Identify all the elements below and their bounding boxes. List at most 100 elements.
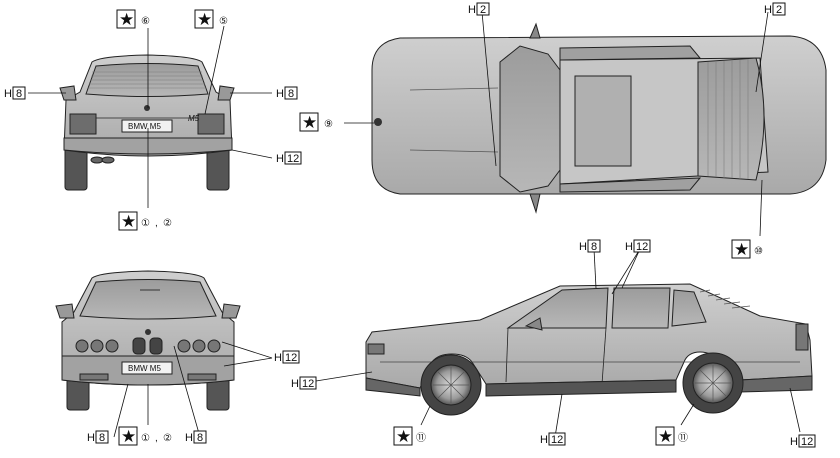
rear-exhaust-right	[101, 156, 115, 164]
callout-star-11-rear-wheel: ★ ⑪	[655, 426, 688, 446]
svg-text:⑪: ⑪	[416, 432, 426, 444]
svg-text:12: 12	[801, 436, 813, 448]
svg-text:12: 12	[285, 352, 297, 364]
callout-star-11-front-wheel: ★ ⑪	[393, 426, 426, 446]
svg-text:⑤: ⑤	[219, 16, 228, 27]
svg-text:H: H	[276, 153, 284, 165]
svg-text:H: H	[276, 88, 284, 100]
side-rear-glass-lines	[699, 289, 751, 309]
star-icon: ★	[658, 427, 673, 446]
svg-text:8: 8	[197, 432, 203, 444]
front-windshield	[79, 279, 217, 320]
side-front-window	[506, 287, 609, 329]
top-sunroof	[574, 75, 632, 167]
callout-h12-side-top: H 12	[625, 239, 651, 253]
svg-text:H: H	[274, 352, 282, 364]
callout-h8-rear-left: H 8	[4, 86, 26, 100]
svg-text:H: H	[579, 241, 587, 253]
callout-h2-top-right: H 2	[764, 2, 786, 16]
side-mirror	[524, 317, 543, 331]
front-plate-text: BMW M5	[128, 364, 161, 373]
svg-text:2: 2	[776, 4, 782, 16]
callout-star-1-2-front: ★ ① , ②	[118, 426, 172, 446]
star-icon: ★	[197, 10, 212, 29]
svg-text:①: ①	[141, 218, 150, 229]
front-bmw-logo	[145, 329, 151, 335]
svg-text:12: 12	[287, 153, 299, 165]
rear-right-mirror	[217, 85, 235, 101]
svg-text:H: H	[790, 436, 798, 448]
svg-text:2: 2	[480, 4, 486, 16]
callout-h12-rear: H 12	[276, 151, 302, 165]
star-icon: ★	[119, 10, 134, 29]
svg-text:⑥: ⑥	[141, 16, 150, 27]
callout-star-1-2-rear: ★ ① , ②	[118, 211, 172, 231]
svg-text:①: ①	[141, 433, 150, 444]
rear-left-mirror	[59, 85, 77, 101]
callout-h2-top-left: H 2	[468, 2, 490, 16]
side-view	[365, 283, 813, 416]
rear-left-tire	[64, 147, 88, 191]
svg-text:H: H	[468, 4, 476, 16]
callout-star-10: ★ ⑩	[731, 239, 763, 259]
front-kidney-grille-left	[132, 337, 146, 355]
callout-h12-front: H 12	[274, 350, 300, 364]
svg-text:H: H	[185, 432, 193, 444]
top-right-mirror	[529, 193, 541, 214]
svg-text:,: ,	[155, 218, 158, 229]
front-right-mirror	[221, 303, 241, 319]
rear-bmw-logo	[144, 105, 150, 111]
svg-text:②: ②	[163, 433, 172, 444]
callout-h8-front-left: H 8	[87, 430, 109, 444]
side-quarter-window	[671, 289, 707, 327]
callout-star-9: ★ ⑨	[299, 112, 333, 132]
leader-lines	[28, 11, 801, 438]
star-icon: ★	[734, 240, 749, 259]
top-rear-window	[697, 57, 765, 181]
side-rear-rim-spokes	[695, 365, 731, 401]
svg-text:12: 12	[302, 378, 314, 390]
rear-exhaust-left	[90, 156, 104, 164]
callout-h12-side-sill: H 12	[540, 432, 566, 446]
svg-text:②: ②	[163, 218, 172, 229]
svg-text:8: 8	[591, 241, 597, 253]
rear-plate-text: BMW M5	[128, 122, 161, 131]
top-side-window-left	[559, 45, 702, 61]
side-rear-window	[611, 287, 671, 329]
svg-text:H: H	[87, 432, 95, 444]
top-windshield	[499, 45, 561, 193]
side-headlight	[367, 343, 385, 355]
svg-text:H: H	[4, 88, 12, 100]
top-view	[371, 22, 827, 214]
svg-text:⑪: ⑪	[678, 432, 688, 444]
svg-text:H: H	[764, 4, 772, 16]
callout-star-6: ★ ⑥	[116, 9, 150, 29]
callout-h12-side-front: H 12	[291, 376, 317, 390]
svg-text:H: H	[625, 241, 633, 253]
front-view: BMW M5	[55, 270, 241, 411]
front-left-mirror	[55, 303, 75, 319]
rear-m5-badge: M5	[188, 114, 200, 123]
star-icon: ★	[121, 427, 136, 446]
svg-text:8: 8	[16, 88, 22, 100]
svg-text:8: 8	[288, 88, 294, 100]
svg-text:H: H	[291, 378, 299, 390]
rear-left-taillight	[69, 113, 97, 135]
top-side-window-right	[559, 177, 702, 193]
top-defroster-lines	[707, 59, 749, 179]
svg-text:⑨: ⑨	[324, 119, 333, 130]
side-front-rim-spokes	[433, 367, 469, 403]
svg-text:⑩: ⑩	[754, 246, 763, 257]
side-taillight	[795, 323, 809, 351]
top-hood-logo	[374, 118, 382, 126]
top-left-mirror	[529, 22, 541, 39]
front-license-plate	[121, 361, 173, 375]
callout-h8-front-right: H 8	[185, 430, 207, 444]
svg-text:H: H	[540, 434, 548, 446]
rear-defroster-lines	[88, 71, 206, 89]
svg-text:,: ,	[155, 433, 158, 444]
rear-license-plate	[121, 119, 173, 133]
side-sill	[485, 379, 677, 397]
